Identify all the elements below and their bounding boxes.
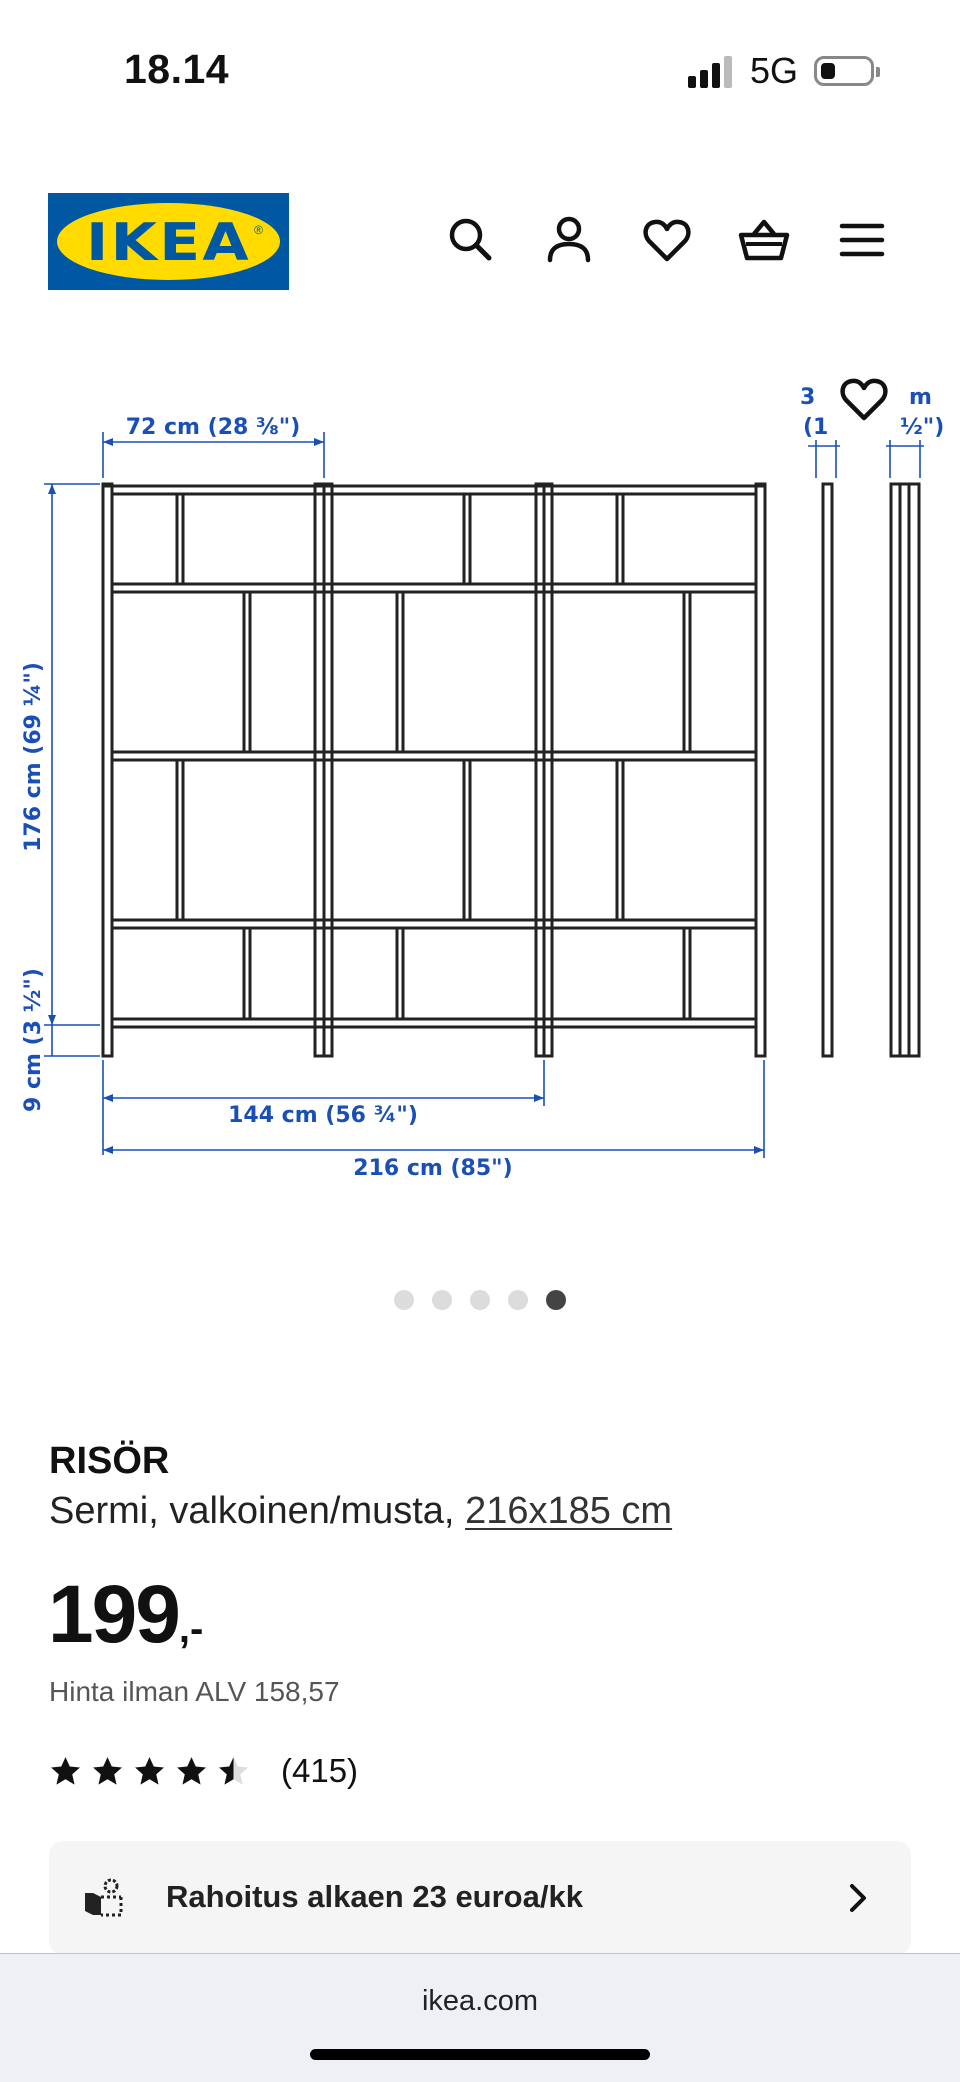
browser-bottom-bar [0, 1953, 960, 2082]
pagination-dot[interactable] [432, 1290, 452, 1310]
chevron-right-icon [850, 1884, 866, 1912]
dim-two-section-width: 144 cm (56 ¾") [228, 1103, 418, 1128]
product-name: RISÖR [49, 1440, 170, 1482]
star-icon [93, 1757, 122, 1785]
financing-button[interactable]: Rahoitus alkaen 23 euroa/kk [49, 1841, 911, 1955]
price-suffix: ,- [178, 1607, 204, 1651]
star-icon [135, 1757, 164, 1785]
product-description: Sermi, valkoinen/musta, 216x185 cm [49, 1490, 672, 1533]
screen-drawing [101, 482, 921, 1058]
browser-url[interactable]: ikea.com [421, 1985, 539, 2017]
cart-icon[interactable] [738, 214, 790, 266]
star-icon [51, 1757, 80, 1785]
dim-total-width: 216 cm (85") [353, 1156, 512, 1181]
dim-side-left-bottom: (1 [803, 415, 828, 440]
product-description-text: Sermi, valkoinen/musta, [49, 1490, 466, 1532]
rating-stars[interactable] [49, 1755, 259, 1791]
menu-icon[interactable] [836, 214, 888, 266]
heart-icon[interactable] [641, 214, 693, 266]
half-star-icon [219, 1757, 248, 1785]
pagination-dot[interactable] [470, 1290, 490, 1310]
logo-text: IKEA [86, 213, 251, 273]
pagination-dot[interactable] [394, 1290, 414, 1310]
price-value: 199 [48, 1569, 181, 1660]
battery-icon [814, 56, 880, 86]
search-icon[interactable] [445, 214, 497, 266]
save-to-favorites-button[interactable] [838, 375, 890, 423]
pagination-dot[interactable] [508, 1290, 528, 1310]
dim-side-right-top: m [909, 385, 932, 410]
dim-side-right-bottom: ½") [900, 415, 944, 440]
review-count[interactable]: (415) [281, 1752, 359, 1789]
heart-icon [840, 378, 888, 421]
size-link[interactable]: 216x185 cm [465, 1490, 673, 1532]
dim-side-left-top: 3 [800, 385, 815, 410]
profile-icon[interactable] [543, 214, 595, 266]
home-indicator[interactable] [310, 2049, 650, 2060]
dim-section-width: 72 cm (28 ⅜") [126, 415, 301, 440]
product-price: 199,- [48, 1568, 203, 1662]
logo-registered-mark: ® [254, 223, 263, 237]
dim-feet-height: 9 cm (3 ½") [21, 968, 46, 1112]
product-dimension-image[interactable]: 72 cm (28 ⅜") 176 cm (69 ¼") 9 cm (3 ½")… [0, 370, 960, 1270]
pagination-dot-active[interactable] [546, 1290, 566, 1310]
status-time: 18.14 [124, 46, 230, 92]
financing-icon [85, 1878, 123, 1917]
ikea-logo[interactable]: IKEA ® [48, 193, 289, 290]
price-excl-vat: Hinta ilman ALV 158,57 [49, 1676, 340, 1707]
cellular-signal-icon [688, 54, 736, 88]
gallery-pagination [0, 1290, 960, 1310]
financing-label: Rahoitus alkaen 23 euroa/kk [166, 1879, 583, 1914]
network-type: 5G [750, 50, 799, 91]
dim-main-height: 176 cm (69 ¼") [21, 662, 46, 852]
star-icon [177, 1757, 206, 1785]
dimension-lines [44, 432, 924, 1158]
